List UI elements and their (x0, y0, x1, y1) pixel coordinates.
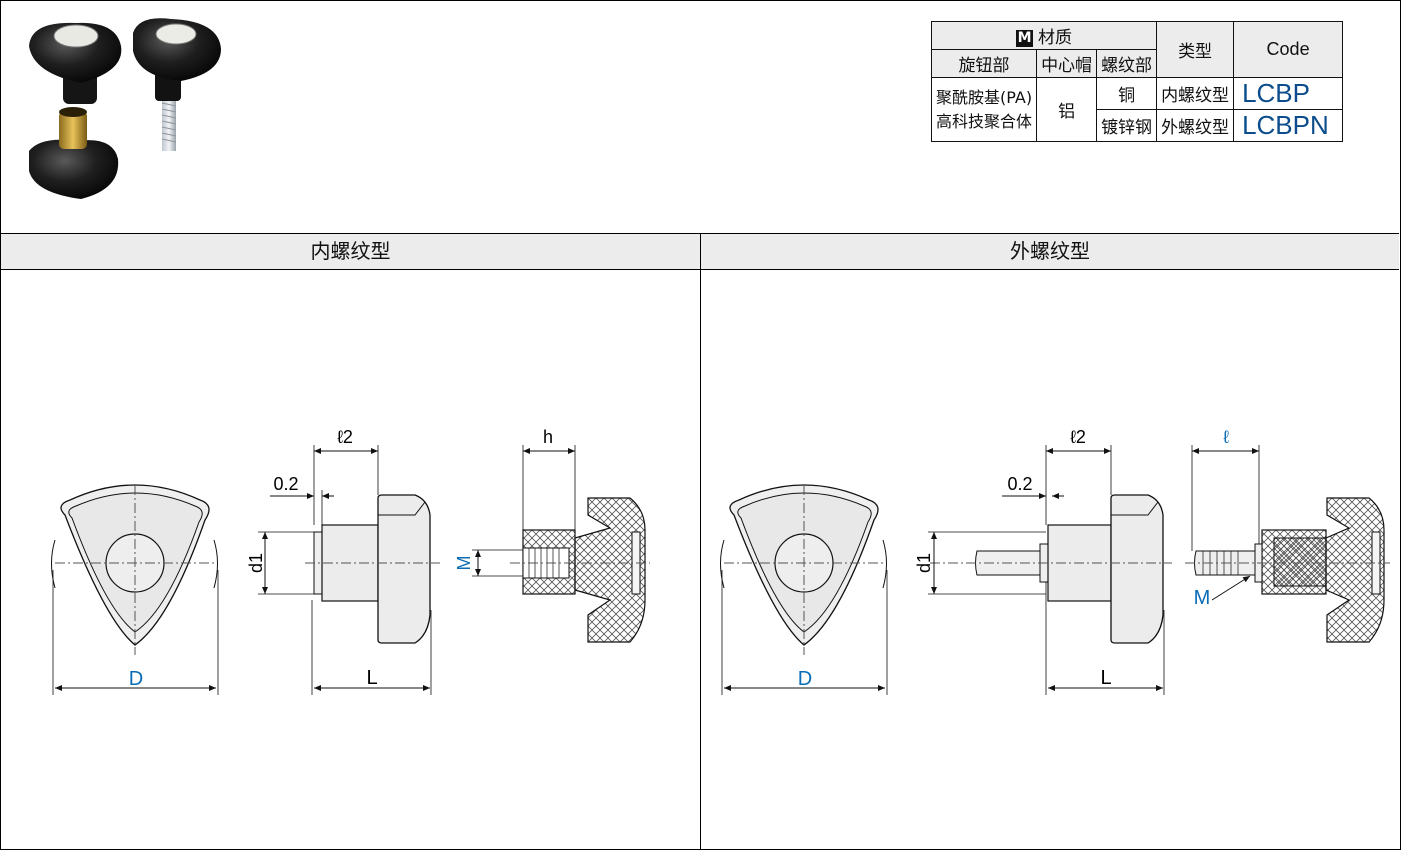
code-cell[interactable]: LCBP (1233, 77, 1344, 110)
code-header: Code (1233, 21, 1344, 78)
code-cell[interactable]: LCBPN (1233, 109, 1344, 142)
dim-gap-label: 0.2 (273, 474, 298, 494)
dim-h-label: h (543, 427, 553, 447)
dim-M-label: M (454, 556, 474, 571)
dim-gap-label: 0.2 (1007, 474, 1032, 494)
thread-material-cell: 铜 (1096, 77, 1158, 110)
dim-l2-label: ℓ2 (337, 427, 353, 447)
dim-d1-label: d1 (246, 553, 266, 573)
dim-D-label: D (129, 668, 143, 690)
internal-section-view: h M (454, 427, 650, 643)
cap-material-cell: 铝 (1036, 77, 1098, 142)
section-divider (700, 233, 701, 849)
external-section-view: ℓ M (1185, 427, 1390, 643)
internal-front-view: D (51, 484, 219, 695)
m-badge: M (1016, 30, 1034, 47)
knob-material-line2: 高科技聚合体 (936, 111, 1033, 131)
dim-l-label: ℓ (1223, 427, 1229, 447)
col-thread-header: 螺纹部 (1096, 49, 1158, 78)
section-title-internal: 内螺纹型 (1, 233, 700, 270)
dim-d1-label: d1 (914, 553, 934, 573)
dim-L-label: L (1100, 667, 1111, 689)
thread-material-cell: 镀锌钢 (1096, 109, 1158, 142)
knob-material-cell: 聚酰胺基(PA) 高科技聚合体 (930, 77, 1038, 142)
dim-L-label: L (366, 667, 377, 689)
type-header: 类型 (1156, 21, 1235, 78)
section-title-external: 外螺纹型 (701, 233, 1399, 270)
dim-M-label: M (1194, 587, 1211, 609)
technical-drawings: D ℓ2 0.2 d1 L (51, 427, 1390, 695)
product-photo (29, 18, 221, 199)
col-knob-header: 旋钮部 (930, 49, 1038, 78)
external-side-view: ℓ2 0.2 d1 L (914, 427, 1172, 695)
knob-material-line1: 聚酰胺基(PA) (936, 87, 1033, 107)
type-cell: 内螺纹型 (1156, 77, 1235, 110)
internal-side-view: ℓ2 0.2 d1 L (246, 427, 440, 695)
dim-D-label: D (798, 668, 812, 690)
col-cap-header: 中心帽 (1036, 49, 1098, 78)
external-front-view: D (720, 484, 888, 695)
type-cell: 外螺纹型 (1156, 109, 1235, 142)
dim-l2-label: ℓ2 (1070, 427, 1086, 447)
material-label: 材质 (1038, 28, 1073, 48)
